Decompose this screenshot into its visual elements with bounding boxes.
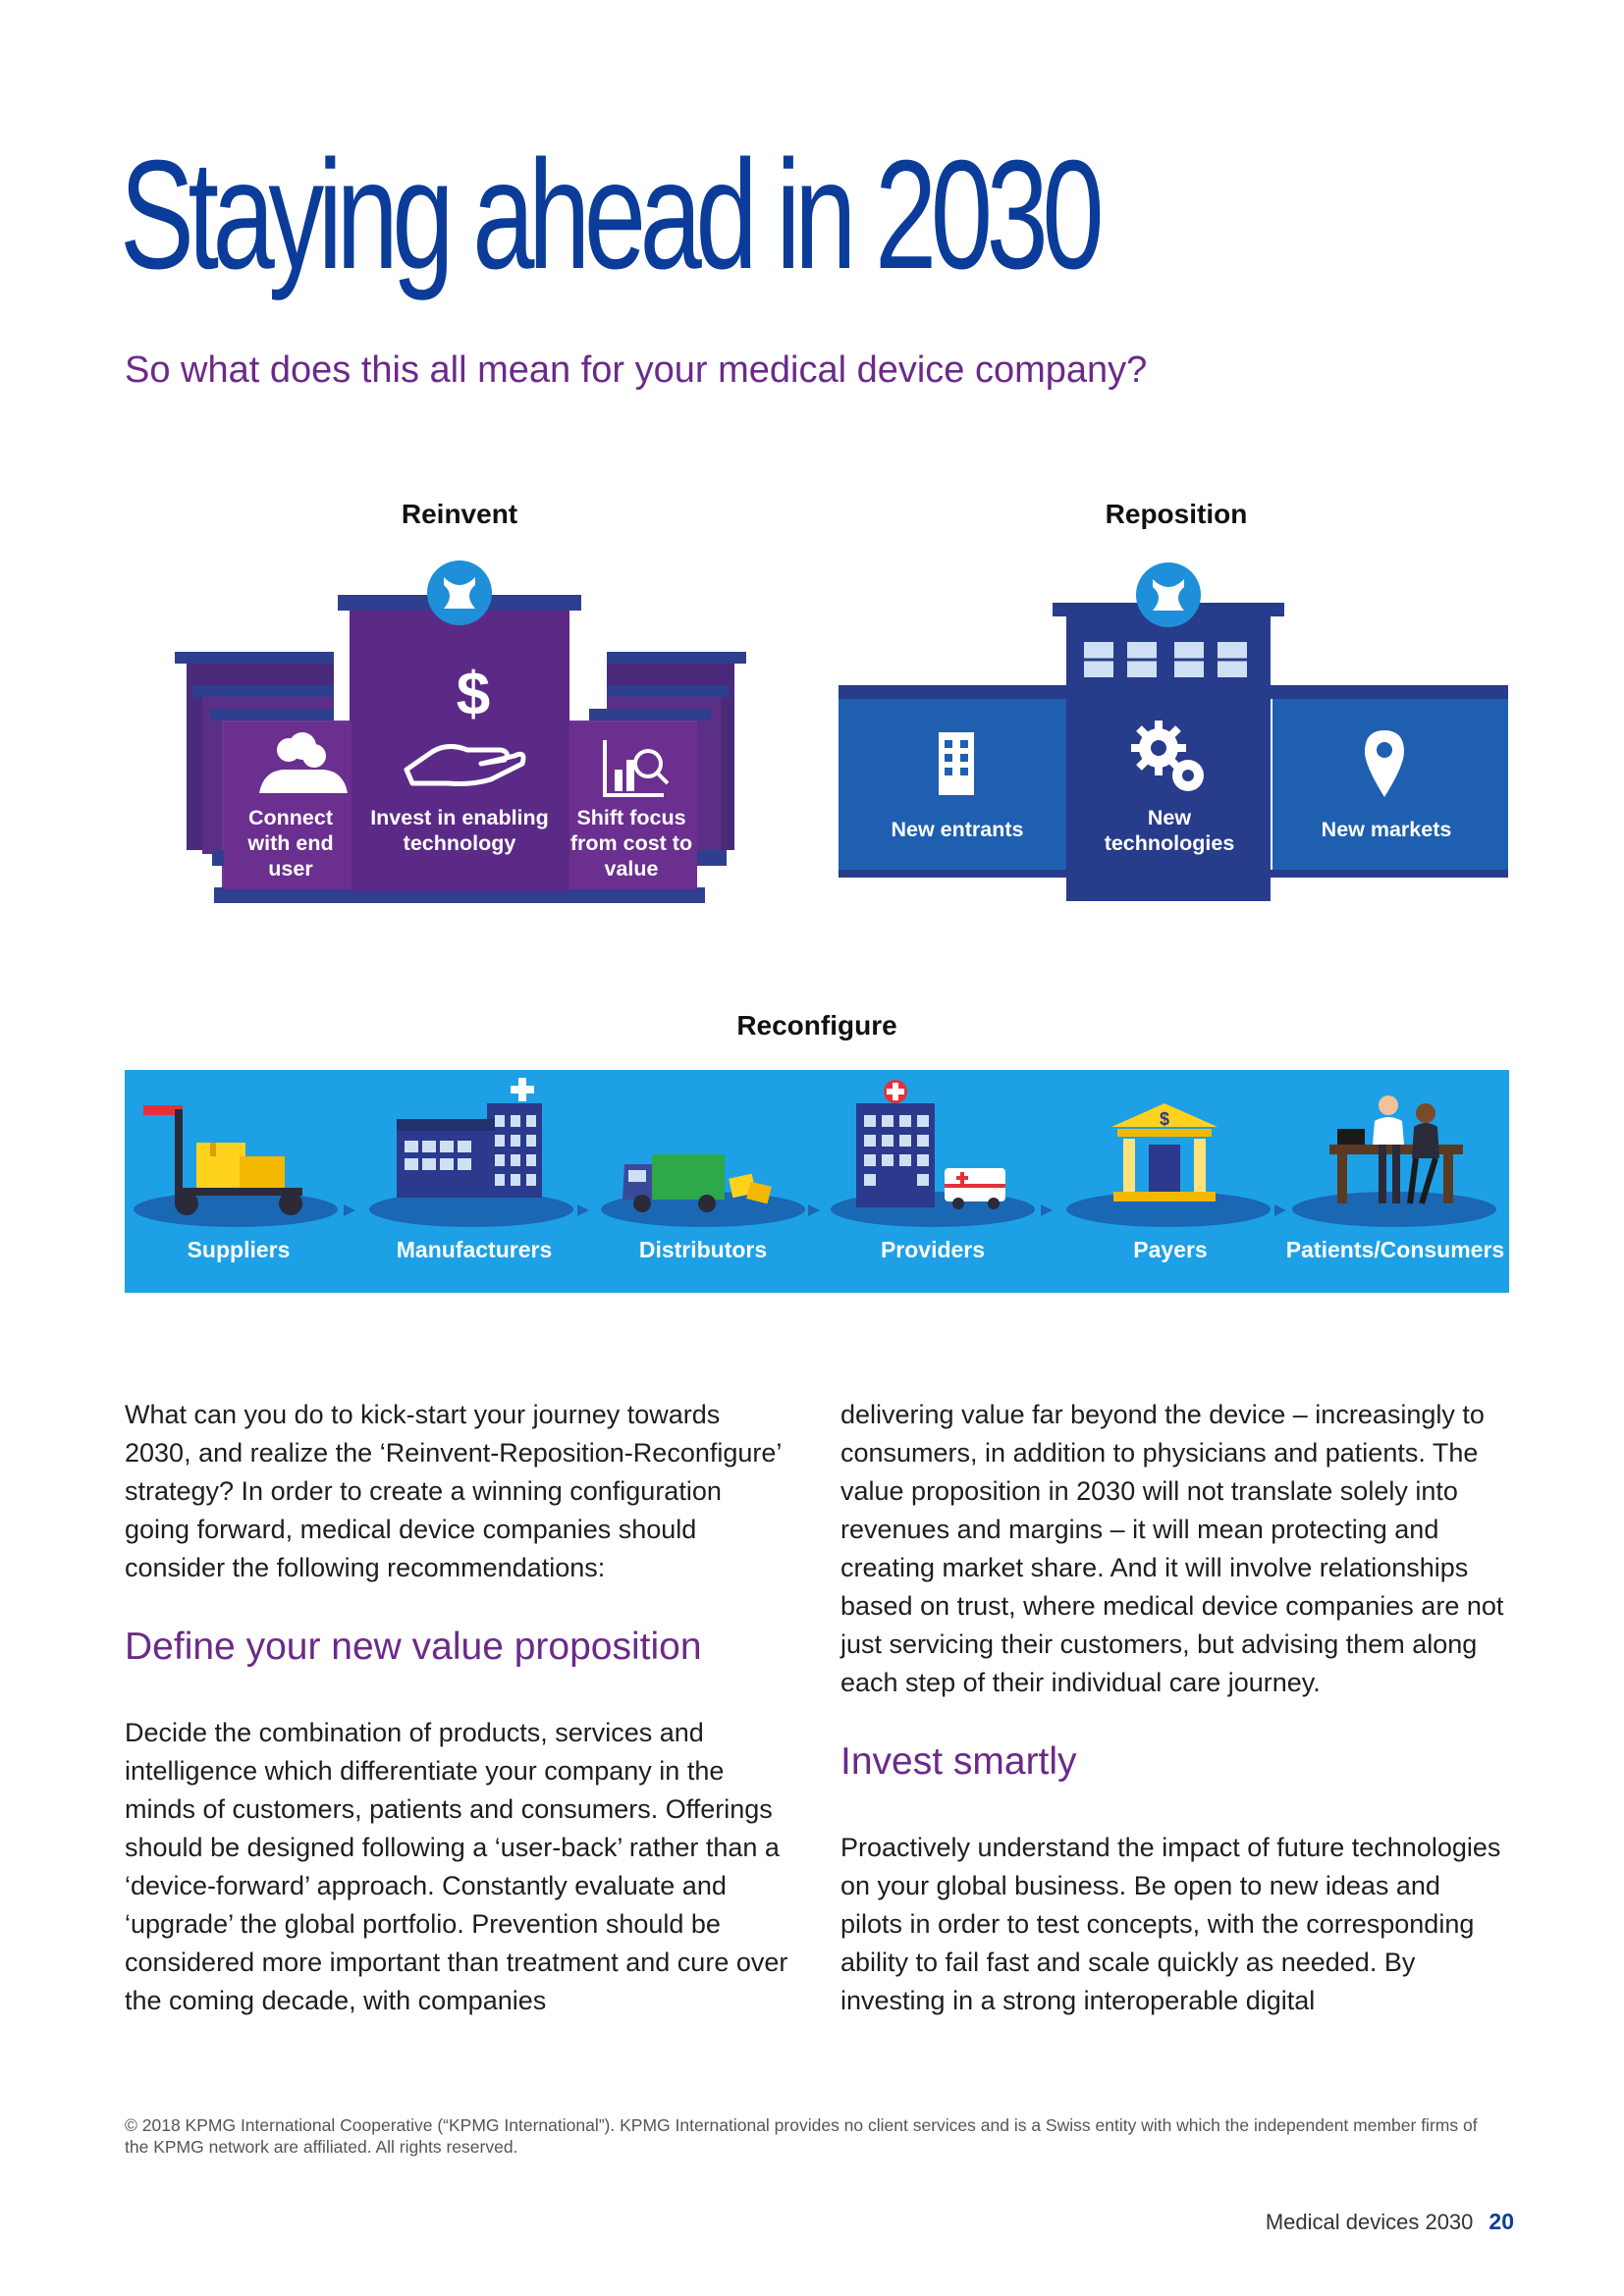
chain-stage-label: Patients/Consumers	[1285, 1237, 1505, 1262]
reinvent-building	[175, 561, 746, 903]
value-proposition-continued: delivering value far beyond the device –…	[840, 1400, 1504, 1697]
section-heading-value-proposition: Define your new value proposition	[125, 1626, 702, 1668]
intro-paragraph: What can you do to kick-start your journ…	[125, 1400, 782, 1582]
reposition-item-label: New entrants	[891, 818, 1024, 841]
body-column-right: delivering value far beyond the device –…	[840, 1396, 1508, 2020]
page-subtitle: So what does this all mean for your medi…	[125, 349, 1148, 391]
reinvent-item-label: Connect with end user	[247, 806, 334, 881]
reconfigure-banner	[125, 1070, 1509, 1293]
copyright-notice: © 2018 KPMG International Cooperative (“…	[125, 2115, 1478, 2157]
hospital-icon	[856, 1080, 1005, 1209]
chain-stage-label: Suppliers	[187, 1237, 291, 1262]
reinvent-item-label: Invest in enabling technology	[370, 806, 549, 856]
chain-stage-label: Payers	[1133, 1237, 1208, 1262]
section-heading-invest-smartly: Invest smartly	[840, 1740, 1077, 1783]
reposition-building	[839, 562, 1508, 901]
chain-stage-label: Providers	[880, 1237, 986, 1262]
bank-icon: $	[1111, 1103, 1218, 1201]
strategy-illustration: $	[125, 561, 1509, 1293]
page-number: 20	[1489, 2209, 1514, 2234]
users-icon	[259, 732, 348, 793]
reinvent-heading: Reinvent	[401, 499, 518, 529]
svg-text:$: $	[457, 661, 490, 728]
chain-stage-label: Distributors	[638, 1237, 768, 1262]
page-title: Staying ahead in 2030	[120, 129, 1105, 301]
reinvent-item-label: Shift focus from cost to value	[569, 806, 693, 881]
value-proposition-paragraph: Decide the combination of products, serv…	[125, 1717, 788, 2015]
publication-name: Medical devices 2030	[1265, 2210, 1474, 2234]
reconfigure-heading: Reconfigure	[736, 1010, 897, 1041]
hand-truck-icon	[143, 1105, 302, 1215]
chart-magnifier-icon	[603, 740, 670, 797]
building-icon	[939, 732, 974, 795]
doctor-patient-icon	[1329, 1095, 1463, 1204]
invest-smartly-paragraph: Proactively understand the impact of fut…	[840, 1832, 1501, 2015]
chain-stage-label: Manufacturers	[396, 1237, 553, 1262]
chain-arrows	[344, 1204, 1286, 1216]
reposition-item-label: New markets	[1321, 818, 1452, 841]
svg-text:$: $	[1160, 1109, 1169, 1129]
reposition-heading: Reposition	[1105, 499, 1248, 529]
body-column-left: What can you do to kick-start your journ…	[125, 1396, 792, 2020]
factory-icon	[397, 1078, 542, 1198]
dollar-hand-icon: $	[404, 661, 526, 786]
truck-icon	[623, 1154, 772, 1212]
reposition-item-label: New technologies	[1104, 806, 1235, 856]
page-footer: Medical devices 2030 20	[1266, 2209, 1514, 2235]
gears-icon	[1131, 721, 1204, 791]
location-pin-icon	[1365, 730, 1404, 797]
